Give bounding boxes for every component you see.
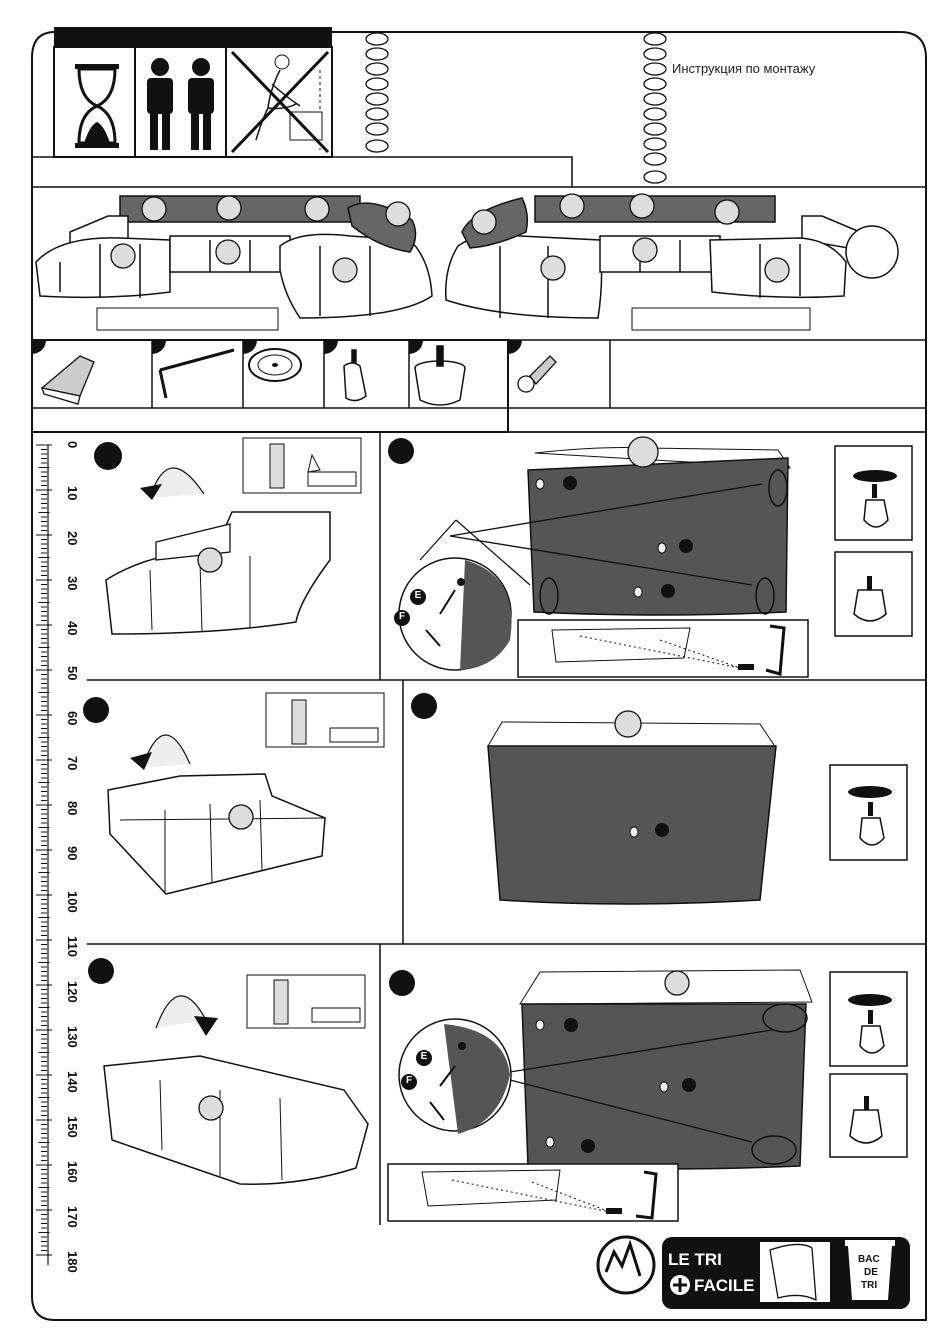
ruler-label: 100 [65,891,80,913]
bolt-part-icon [518,356,556,392]
step-5-number-badge [88,958,114,984]
ruler-ticks [36,445,52,1255]
ruler-label: 110 [65,936,80,957]
ruler-label: 60 [65,711,80,725]
bracket-part-icon [42,356,94,404]
sofa-label-box-right [632,308,810,330]
step-6-panel [388,970,907,1221]
ruler-label: 20 [65,531,80,545]
step-5-panel [88,958,368,1184]
ruler-label: 90 [65,846,80,860]
step-2-panel [388,437,912,677]
ruler-label: 40 [65,621,80,635]
step-3-panel [83,693,384,894]
bin-label-1: BAC [858,1254,880,1265]
ruler-label: 170 [65,1206,80,1228]
ruler-label: 0 [65,441,80,448]
ruler-label: 140 [65,1071,80,1093]
language-oval-column-2 [644,33,666,183]
plastic-foot-part-icon [344,350,366,401]
ruler-label: 160 [65,1161,80,1183]
step-3-number-badge [83,697,109,723]
cup-foot-part-icon [415,346,465,405]
step-4-panel [411,693,907,904]
part-E-label-2: E [419,1051,429,1062]
sofa-label-box-left [97,308,278,330]
bin-label-2: DE [864,1267,878,1278]
allen-key-part-icon [160,350,234,398]
ruler-label: 80 [65,801,80,815]
part-E-label: E [413,590,423,601]
ruler-label: 120 [65,981,80,1003]
bin-label-3: TRI [861,1280,877,1291]
part-F-label-2: F [404,1075,414,1086]
recycle-line-2: FACILE [694,1276,754,1296]
step-4-number-badge [411,693,437,719]
language-oval-column-1 [366,33,388,152]
overview-empty-circle [846,226,898,278]
recycle-line-1: LE TRI [668,1250,722,1270]
step-1-number-badge [94,442,122,470]
assembly-instruction-label: Инструкция по монтажу [672,61,815,76]
part-F-label: F [397,611,407,622]
step-1-panel [94,438,361,634]
ruler-label: 180 [65,1251,80,1273]
triman-logo-icon [598,1237,654,1293]
header-icon-strip [54,27,332,157]
ruler-label: 70 [65,756,80,770]
ruler-label: 150 [65,1116,80,1138]
ruler-label: 50 [65,666,80,680]
ruler-label: 30 [65,576,80,590]
step-6-number-badge [389,970,415,996]
ruler-label: 130 [65,1026,80,1048]
ruler-label: 10 [65,486,80,500]
disc-part-icon [249,349,301,381]
step-2-number-badge [388,438,414,464]
